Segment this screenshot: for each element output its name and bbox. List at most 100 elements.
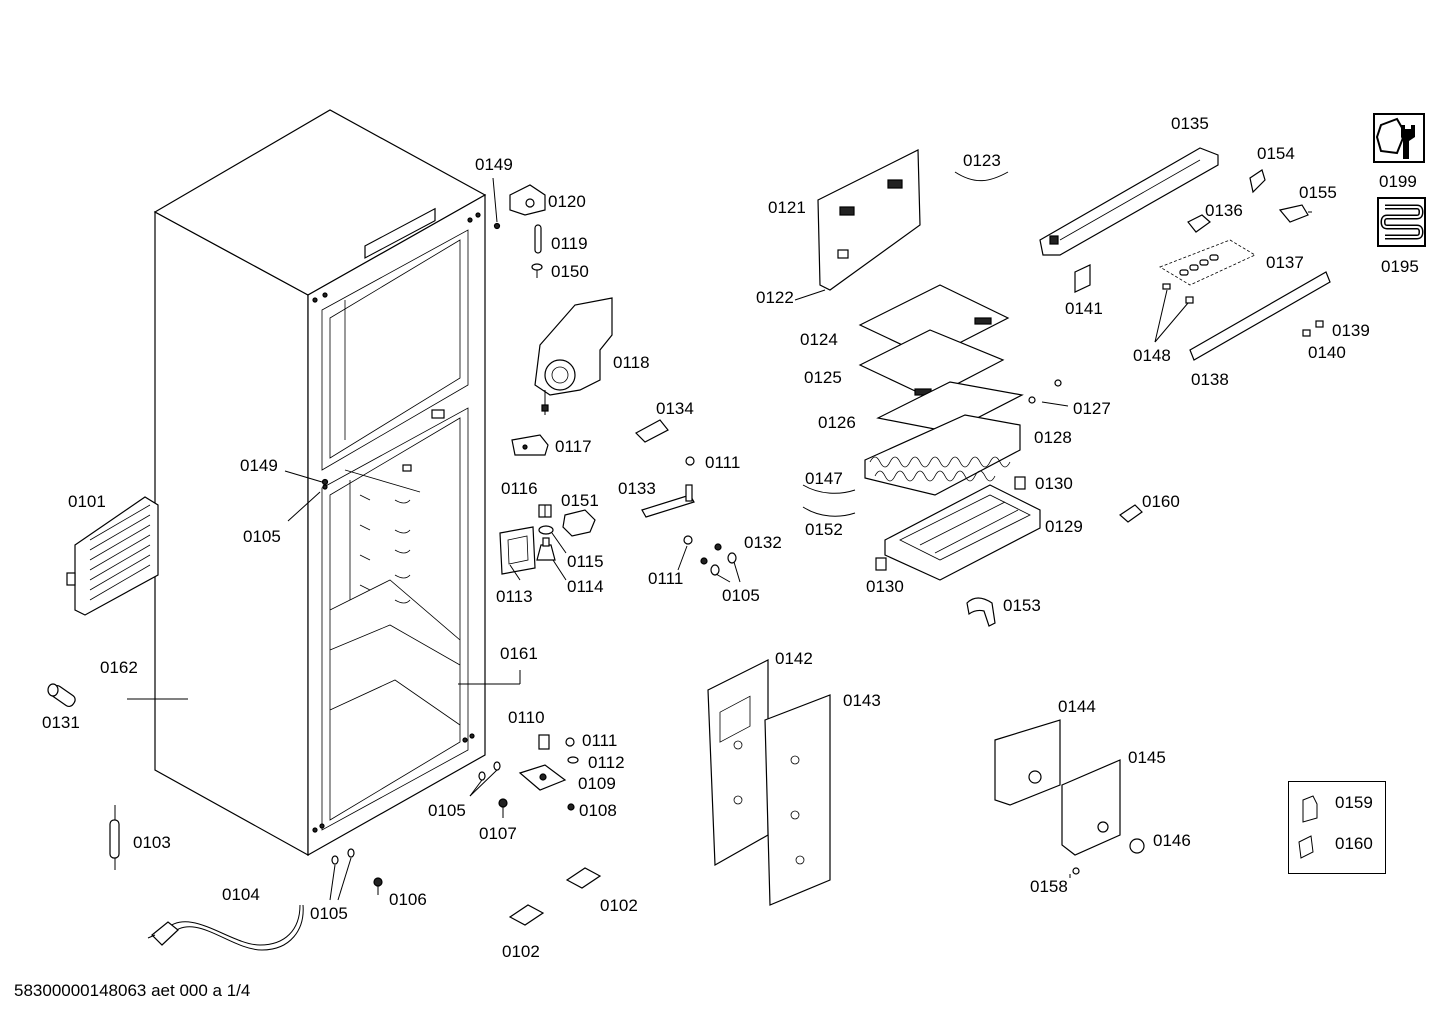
label-0123: 0123 xyxy=(963,151,1001,170)
part-0136-connector xyxy=(1187,214,1211,233)
label-0143: 0143 xyxy=(843,691,881,710)
part-0148-parts xyxy=(1162,283,1194,304)
label-0108: 0108 xyxy=(579,801,617,820)
part-0123-wire xyxy=(954,171,1009,182)
label-0130b: 0130 xyxy=(866,577,904,596)
label-0145: 0145 xyxy=(1128,748,1166,767)
part-0153-hose xyxy=(966,597,996,627)
label-0107: 0107 xyxy=(479,824,517,843)
label-0152: 0152 xyxy=(805,520,843,539)
part-0128-evaporator xyxy=(864,414,1021,496)
wrench-nut-icon xyxy=(1373,113,1425,163)
part-0137-buttons xyxy=(1159,239,1256,286)
part-0118-fan xyxy=(534,297,613,415)
part-0130-sensor xyxy=(1014,476,1026,490)
label-0147: 0147 xyxy=(805,469,843,488)
label-0128: 0128 xyxy=(1034,428,1072,447)
label-0160a: 0160 xyxy=(1142,492,1180,511)
part-0133-bracket xyxy=(641,484,695,518)
label-0121: 0121 xyxy=(768,198,806,217)
label-0132: 0132 xyxy=(744,533,782,552)
part-0108-screw xyxy=(567,803,575,811)
label-0122: 0122 xyxy=(756,288,794,307)
label-0135: 0135 xyxy=(1171,114,1209,133)
label-0134: 0134 xyxy=(656,399,694,418)
part-0119-pin xyxy=(534,224,542,254)
label-0149b: 0149 xyxy=(475,155,513,174)
part-0152-wire xyxy=(802,506,856,517)
label-0105a: 0105 xyxy=(310,904,348,923)
label-0199: 0199 xyxy=(1379,172,1417,191)
part-0154-lens xyxy=(1249,169,1266,194)
part-0147-wire xyxy=(802,484,856,494)
document-id: 58300000148063 aet 000 a 1/4 xyxy=(14,981,251,1000)
label-0105d: 0105 xyxy=(428,801,466,820)
part-0106-screw xyxy=(373,877,383,895)
label-0161: 0161 xyxy=(500,644,538,663)
part-0142-door-hinge-plate xyxy=(707,659,769,867)
part-0102-brackets xyxy=(508,867,602,926)
part-0121-panel xyxy=(817,149,921,291)
label-0130a: 0130 xyxy=(1035,474,1073,493)
label-0126: 0126 xyxy=(818,413,856,432)
part-0112-washer xyxy=(567,756,579,764)
part-0129-drip-tray xyxy=(884,484,1041,581)
part-0145-bracket xyxy=(1061,759,1121,856)
label-0106: 0106 xyxy=(389,890,427,909)
part-0130-sensor-b xyxy=(875,557,887,571)
part-0115-washer xyxy=(538,525,554,535)
label-0153: 0153 xyxy=(1003,596,1041,615)
label-0148: 0148 xyxy=(1133,346,1171,365)
label-0110: 0110 xyxy=(508,708,545,727)
part-0110-clip xyxy=(538,734,550,750)
part-0138-strip xyxy=(1189,271,1331,361)
label-0104: 0104 xyxy=(222,885,260,904)
label-0127: 0127 xyxy=(1073,399,1111,418)
part-0107-screw xyxy=(498,798,508,818)
label-0140: 0140 xyxy=(1308,343,1346,362)
label-0105c: 0105 xyxy=(722,586,760,605)
label-0138: 0138 xyxy=(1191,370,1229,389)
label-0111a: 0111 xyxy=(705,453,741,472)
label-0146: 0146 xyxy=(1153,831,1191,850)
label-0133: 0133 xyxy=(618,479,656,498)
label-0142: 0142 xyxy=(775,649,813,668)
label-0158: 0158 xyxy=(1030,877,1068,896)
label-0119: 0119 xyxy=(551,234,588,253)
part-0105-washers xyxy=(331,761,501,865)
part-0132-screws xyxy=(700,543,737,576)
label-0195: 0195 xyxy=(1381,257,1419,276)
part-0155-switch xyxy=(1278,204,1312,223)
accessory-box xyxy=(1288,781,1386,874)
label-0105b: 0105 xyxy=(243,527,281,546)
part-0109-hinge xyxy=(518,764,567,791)
label-0162: 0162 xyxy=(100,658,138,677)
fridge-cabinet xyxy=(153,109,487,857)
part-0135-control-housing xyxy=(1039,147,1219,256)
label-0101: 0101 xyxy=(68,492,106,511)
part-0141-cover xyxy=(1074,264,1091,293)
label-0102b: 0102 xyxy=(502,942,540,961)
part-0134-cover xyxy=(635,419,669,443)
label-0118: 0118 xyxy=(613,353,650,372)
label-0136: 0136 xyxy=(1205,201,1243,220)
label-0155: 0155 xyxy=(1299,183,1337,202)
label-0137: 0137 xyxy=(1266,253,1304,272)
part-0126-plate xyxy=(876,381,1024,433)
part-0116-knob xyxy=(538,504,552,518)
part-0131-plug xyxy=(47,683,76,708)
label-0115: 0115 xyxy=(567,552,604,571)
part-0144-bracket xyxy=(994,719,1061,806)
label-0141: 0141 xyxy=(1065,299,1103,318)
label-0131: 0131 xyxy=(42,713,80,732)
part-0101-grille xyxy=(66,496,159,616)
label-0124: 0124 xyxy=(800,330,838,349)
part-0143-cover xyxy=(764,694,831,906)
label-0111c: 0111 xyxy=(582,731,618,750)
part-0151-lens xyxy=(562,509,596,537)
label-0160b: 0160 xyxy=(1335,834,1373,853)
label-0120: 0120 xyxy=(548,192,586,211)
label-0151: 0151 xyxy=(561,491,599,510)
label-0116: 0116 xyxy=(501,479,538,498)
